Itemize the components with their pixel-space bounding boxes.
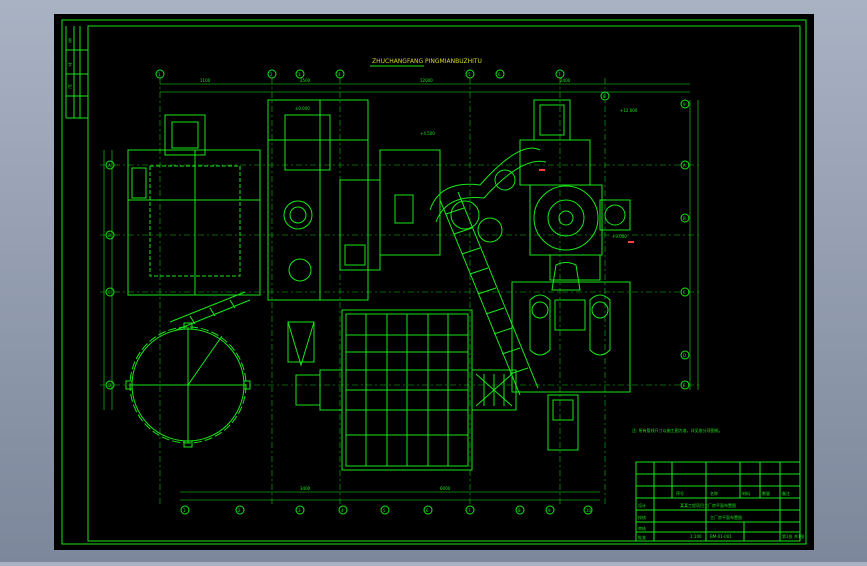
svg-text:10: 10: [586, 508, 592, 513]
svg-text:2: 2: [270, 72, 273, 77]
svg-text:7: 7: [468, 508, 471, 513]
svg-text:±0.000: ±0.000: [295, 106, 310, 111]
upper-ducts: [429, 147, 547, 243]
svg-text:1: 1: [158, 72, 161, 77]
sheet-border-inner: [87, 25, 801, 542]
drawing-title: ZHUCHANGFANG PINGMIANBUZHITU: [372, 58, 482, 65]
svg-text:1: 1: [183, 508, 186, 513]
dimension-chain-right: [689, 100, 699, 390]
svg-text:4: 4: [338, 72, 341, 77]
svg-text:6: 6: [426, 508, 429, 513]
svg-text:校核: 校核: [638, 514, 646, 520]
svg-text:C: C: [683, 290, 686, 295]
svg-text:9: 9: [548, 508, 551, 513]
elevation-marks: ±0.000 +4.500 +9.000 +12.000: [295, 106, 638, 239]
strip-label: 字: [68, 61, 72, 67]
svg-text:名称: 名称: [710, 490, 718, 496]
svg-text:BM-01-001: BM-01-001: [710, 534, 732, 539]
dimension-chain-bottom: 3400 6000: [180, 486, 600, 501]
drawing-paper: [54, 14, 814, 550]
svg-text:+4.500: +4.500: [420, 131, 435, 136]
svg-text:D: D: [108, 383, 111, 388]
svg-text:7: 7: [558, 72, 561, 77]
grid-axes: [100, 78, 700, 505]
svg-text:B: B: [108, 233, 111, 238]
svg-text:主厂房平面布置图: 主厂房平面布置图: [710, 514, 742, 520]
lattice-conveyor: [439, 191, 539, 411]
red-marker: [539, 169, 545, 171]
main-hall-grid: [295, 309, 473, 471]
svg-text:B: B: [683, 216, 686, 221]
svg-text:设计: 设计: [638, 502, 646, 508]
dimension-chain-top: 1100 2500 12000 2400: [160, 78, 690, 93]
svg-text:备注: 备注: [782, 490, 790, 496]
svg-text:2400: 2400: [560, 78, 571, 83]
svg-text:+12.000: +12.000: [620, 108, 638, 113]
svg-text:8: 8: [603, 94, 606, 99]
central-equipment: [267, 99, 441, 367]
general-note: 注: 所有管线尺寸以施工图为准，详见各分项图纸。: [632, 427, 723, 433]
svg-text:6: 6: [498, 72, 501, 77]
svg-text:12000: 12000: [420, 78, 433, 83]
svg-text:1:100: 1:100: [690, 534, 702, 539]
left-building-block: [127, 114, 261, 296]
svg-text:+9.000: +9.000: [612, 234, 627, 239]
sheet-border-outer: [61, 19, 807, 545]
svg-text:数量: 数量: [762, 490, 770, 496]
axis-bubbles-right: A B C D E: [680, 160, 690, 390]
svg-text:A: A: [108, 163, 111, 168]
svg-text:某某工程项目主厂房平面布置图: 某某工程项目主厂房平面布置图: [680, 502, 736, 508]
svg-text:6000: 6000: [440, 486, 451, 491]
svg-text:3: 3: [298, 508, 301, 513]
strip-label: 签: [68, 37, 72, 43]
svg-text:材料: 材料: [742, 490, 750, 496]
binding-strip: 签 字 栏: [65, 26, 88, 119]
inclined-conveyor-left: [169, 291, 251, 331]
right-machine: [519, 99, 631, 291]
svg-text:序号: 序号: [676, 490, 684, 496]
svg-text:第1张 共1张: 第1张 共1张: [782, 533, 804, 539]
svg-text:C: C: [108, 290, 111, 295]
red-marker: [628, 241, 634, 243]
circular-tank: [125, 322, 251, 448]
axis-bubbles-left: A B C D: [105, 160, 115, 390]
svg-text:审核: 审核: [638, 525, 646, 531]
cyclone-pair: [511, 281, 631, 451]
svg-text:2500: 2500: [300, 78, 311, 83]
dimension-chain-left: [103, 150, 113, 410]
axis-bubbles-bottom: 1 2 3 4 5 6 7 8 9 10: [180, 505, 593, 515]
title-block: 序号 名称 材料 数量 备注 设计 校核 审核 批准 某某工程项目主厂房平面布置…: [635, 461, 804, 542]
svg-text:4: 4: [341, 508, 344, 513]
svg-text:1100: 1100: [200, 78, 211, 83]
svg-text:E: E: [683, 383, 686, 388]
strip-label: 栏: [68, 83, 72, 89]
svg-text:2: 2: [238, 508, 241, 513]
svg-text:9: 9: [683, 102, 686, 107]
svg-text:5: 5: [383, 508, 386, 513]
axis-bubbles-top: 1 2 3 4 5 6 7 8 9: [155, 69, 690, 109]
svg-text:8: 8: [518, 508, 521, 513]
svg-text:3400: 3400: [300, 486, 311, 491]
svg-text:A: A: [683, 163, 686, 168]
svg-text:5: 5: [468, 72, 471, 77]
svg-text:批准: 批准: [638, 534, 646, 540]
svg-text:D: D: [683, 353, 686, 358]
svg-text:3: 3: [298, 72, 301, 77]
